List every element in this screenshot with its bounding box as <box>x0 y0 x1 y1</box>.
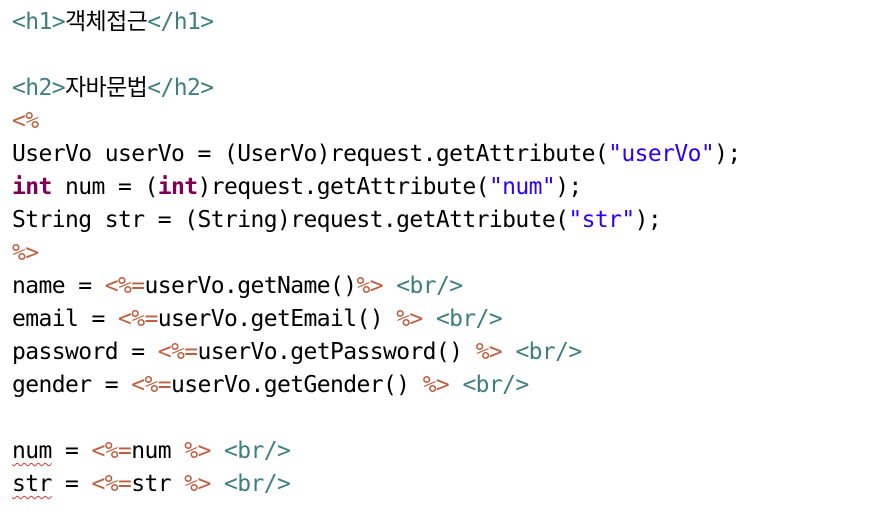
code-text-token: password = <box>12 339 158 365</box>
html-tag-token: <br/> <box>435 306 503 332</box>
code-line[interactable]: email = <%=userVo.getEmail() %> <br/> <box>12 303 878 336</box>
code-text-token: 자바문법 <box>65 75 148 101</box>
code-text-token: ); <box>634 207 662 233</box>
code-text-token: userVo.getEmail() <box>157 306 397 332</box>
jsp-delimiter-token: <%= <box>157 339 198 365</box>
code-line[interactable]: int num = (int)request.getAttribute("num… <box>12 171 878 204</box>
code-text-token: str <box>131 471 185 497</box>
code-text-token: UserVo userVo = (UserVo)request.getAttri… <box>12 141 609 167</box>
string-literal-token: "userVo" <box>608 141 715 167</box>
code-line[interactable]: gender = <%=userVo.getGender() %> <br/> <box>12 369 878 402</box>
html-tag-token: <h1> <box>12 9 66 35</box>
html-tag-token: <br/> <box>396 273 463 299</box>
html-tag-token: </h1> <box>147 9 214 35</box>
code-text-token: userVo.getName() <box>144 273 357 299</box>
code-line[interactable]: num = <%=num %> <br/> <box>12 435 878 468</box>
jsp-delimiter-token: %> <box>422 372 450 398</box>
code-line[interactable]: <% <box>12 105 878 138</box>
code-text-token: ); <box>714 141 741 167</box>
code-text-token <box>449 372 462 398</box>
jsp-delimiter-token: <%= <box>91 471 132 497</box>
code-text-token: 객체접근 <box>65 9 148 35</box>
code-text-token: email = <box>12 306 118 332</box>
code-line[interactable]: <h1>객체접근</h1> <box>12 6 878 39</box>
html-tag-token: <br/> <box>462 372 529 398</box>
jsp-delimiter-token: <%= <box>117 306 158 332</box>
string-literal-token: "num" <box>488 174 556 200</box>
warning-underlined-token: str <box>12 471 52 497</box>
code-text-token: ); <box>555 174 582 200</box>
code-text-token <box>423 306 436 332</box>
string-literal-token: "str" <box>568 207 635 233</box>
code-text-token: gender = <box>12 372 132 398</box>
code-text-token: num <box>131 438 185 464</box>
html-tag-token: <br/> <box>224 438 291 464</box>
code-text-token <box>383 273 396 299</box>
jsp-delimiter-token: %> <box>475 339 503 365</box>
code-text-token <box>502 339 515 365</box>
java-keyword-token: int <box>157 174 198 200</box>
code-text-token <box>211 438 224 464</box>
code-line[interactable]: String str = (String)request.getAttribut… <box>12 204 878 237</box>
jsp-delimiter-token: <%= <box>131 372 171 398</box>
code-line[interactable] <box>12 39 878 72</box>
code-text-token: )request.getAttribute( <box>197 174 489 200</box>
code-line[interactable] <box>12 402 878 435</box>
code-line[interactable]: name = <%=userVo.getName()%> <br/> <box>12 270 878 303</box>
html-tag-token: </h2> <box>147 75 214 101</box>
html-tag-token: <h2> <box>12 75 66 101</box>
code-text-token <box>211 471 224 497</box>
warning-underlined-token: num <box>12 438 52 464</box>
code-editor[interactable]: <h1>객체접근</h1> <h2>자바문법</h2> <% UserVo user… <box>12 6 878 501</box>
jsp-delimiter-token: <%= <box>91 438 132 464</box>
code-line[interactable]: %> <box>12 237 878 270</box>
code-text-token: userVo.getPassword() <box>197 339 476 365</box>
jsp-delimiter-token: %> <box>184 438 211 464</box>
jsp-delimiter-token: %> <box>396 306 423 332</box>
jsp-delimiter-token: %> <box>12 240 39 266</box>
code-text-token: = <box>51 471 92 497</box>
code-line[interactable]: <h2>자바문법</h2> <box>12 72 878 105</box>
code-text-token: num = ( <box>51 174 158 200</box>
java-keyword-token: int <box>12 174 52 200</box>
jsp-delimiter-token: %> <box>356 273 383 299</box>
code-line[interactable]: UserVo userVo = (UserVo)request.getAttri… <box>12 138 878 171</box>
jsp-delimiter-token: <%= <box>104 273 145 299</box>
code-line[interactable]: str = <%=str %> <br/> <box>12 468 878 501</box>
code-text-token: = <box>51 438 92 464</box>
code-text-token: name = <box>12 273 105 299</box>
jsp-delimiter-token: <% <box>12 108 39 134</box>
jsp-delimiter-token: %> <box>184 471 211 497</box>
code-text-token: String str = (String)request.getAttribut… <box>12 207 569 233</box>
html-tag-token: <br/> <box>224 471 291 497</box>
html-tag-token: <br/> <box>515 339 582 365</box>
code-text-token: userVo.getGender() <box>170 372 423 398</box>
code-line[interactable]: password = <%=userVo.getPassword() %> <b… <box>12 336 878 369</box>
